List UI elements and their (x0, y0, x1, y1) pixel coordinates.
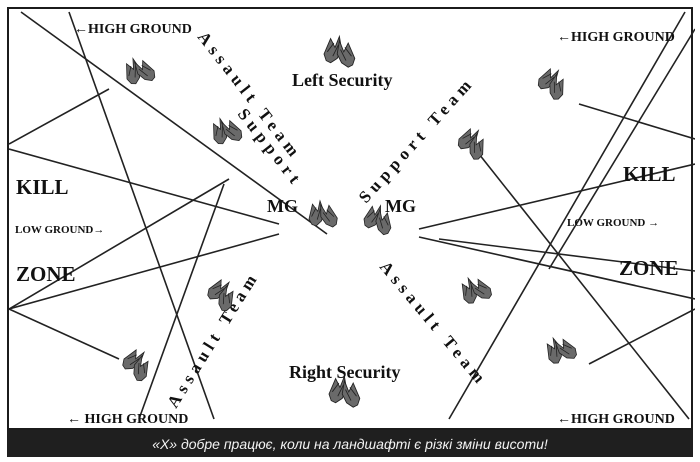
x-lines (9, 11, 695, 420)
high-ground-label: ← HIGH GROUND (67, 412, 188, 427)
high-ground-label: ←HIGH GROUND (74, 22, 192, 37)
caption-bar: «Х» добре працює, коли на ландшафті є рі… (7, 430, 693, 457)
line-right-to-mg (418, 163, 695, 230)
low-ground-label: LOW GROUND→ (15, 224, 104, 236)
soldier-icon (324, 36, 355, 67)
line-left-top-short (9, 88, 110, 145)
left-security-label: Left Security (292, 70, 392, 90)
diagram-canvas: ←HIGH GROUND ←HIGH GROUND ← HIGH GROUND … (9, 11, 695, 427)
soldier-icon (454, 124, 491, 161)
mg-label: MG (267, 196, 298, 216)
soldier-icon (456, 271, 494, 309)
line-left-bottom-short (9, 308, 120, 360)
kill-zone-label: KILL (623, 162, 676, 186)
line-left-steep-down (68, 11, 215, 420)
line-right-descending (478, 153, 690, 420)
soldier-icon (534, 64, 571, 101)
line-right-diagonal-down (448, 11, 686, 420)
soldier-icon (118, 345, 156, 383)
soldier-icon (120, 53, 157, 90)
soldier-icon (541, 331, 579, 369)
line-right-bottom-short (588, 308, 695, 365)
line-left-to-mg (9, 148, 280, 225)
kill-zone-label: ZONE (16, 262, 76, 286)
right-security-label: Right Security (289, 362, 401, 382)
high-ground-label: ←HIGH GROUND (557, 412, 675, 427)
line-right-mid (438, 238, 695, 272)
line-right-steep (548, 28, 695, 270)
soldier-icon (306, 198, 338, 230)
mg-label: MG (385, 196, 416, 216)
kill-zone-label: KILL (16, 175, 69, 199)
line-left-diagonal-down (20, 11, 328, 235)
line-left-low-to-mg (9, 233, 280, 310)
line-right-low-to-mg (418, 236, 695, 300)
soldier-icons (118, 36, 579, 407)
line-left-bottom-riser (138, 183, 225, 420)
line-right-top-short (578, 103, 695, 140)
kill-zone-label: ZONE (619, 256, 679, 280)
assault-team-label: Assault Team (194, 28, 306, 164)
low-ground-label: LOW GROUND → (567, 217, 659, 229)
high-ground-label: ←HIGH GROUND (557, 30, 675, 45)
x-formation-diagram: ←HIGH GROUND ←HIGH GROUND ← HIGH GROUND … (7, 7, 695, 430)
